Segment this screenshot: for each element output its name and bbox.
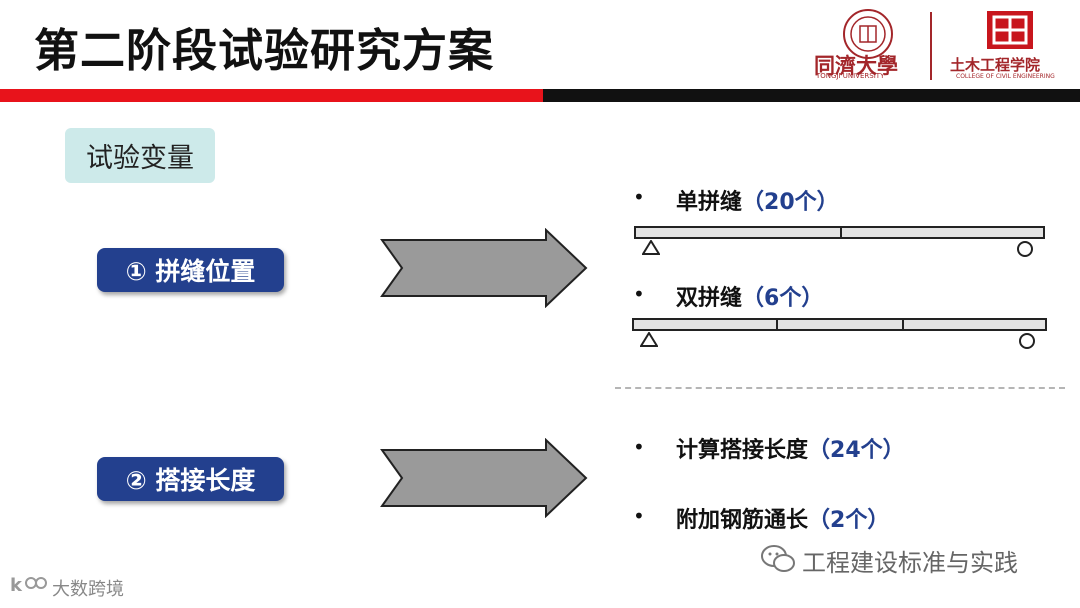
bullet-dot: • (633, 282, 645, 306)
beam-joint (840, 228, 842, 237)
arrow-right-icon (380, 438, 588, 518)
roller-support-icon (1017, 241, 1033, 257)
college-sub: COLLEGE OF CIVIL ENGINEERING (956, 73, 1055, 80)
beam-single-joint (634, 226, 1045, 239)
beam-double-joint (632, 318, 1047, 331)
beam-joint (902, 320, 904, 329)
svg-text:k: k (10, 575, 23, 596)
college-name: 土木工程学院 (950, 56, 1041, 74)
section-label: 试验变量 (65, 128, 215, 183)
page-title: 第二阶段试验研究方案 (34, 24, 495, 77)
variable-pill-joint-position: ① 拼缝位置 (97, 248, 284, 292)
logo-area: 同濟大學 TONGJI UNIVERSITY 土木工程学院 COLLEGE OF… (812, 6, 1074, 82)
bullet-calc-lap-length: 计算搭接长度（24个） (676, 432, 905, 464)
bullet-dot: • (633, 435, 645, 459)
beam-joint (776, 320, 778, 329)
bullet-dot: • (633, 185, 645, 209)
bullet-count: （20个） (742, 190, 839, 215)
bullet-double-joint: 双拼缝（6个） (676, 280, 823, 312)
bullet-count: （24个） (808, 438, 905, 463)
pin-support-icon (642, 240, 660, 255)
tongji-seal-icon (843, 9, 893, 59)
section-divider (615, 387, 1065, 389)
header-bar-red (0, 89, 543, 102)
logo-divider (930, 12, 932, 80)
bullet-name: 附加钢筋通长 (676, 508, 809, 533)
variable-pill-lap-length: ② 搭接长度 (97, 457, 284, 501)
watermark-logo-icon: k (10, 575, 47, 596)
arrow-right-icon (380, 228, 588, 308)
bullet-dot: • (633, 504, 645, 528)
wechat-icon (761, 545, 795, 572)
bullet-name: 计算搭接长度 (676, 438, 809, 463)
university-sub: TONGJI UNIVERSITY (816, 72, 885, 80)
bullet-single-joint: 单拼缝（20个） (676, 184, 839, 216)
watermark-right: 工程建设标准与实践 (802, 549, 1018, 577)
header-bar-black (543, 89, 1080, 102)
university-name: 同濟大學 (814, 53, 898, 78)
watermark-left: 大数跨境 (52, 579, 124, 600)
bullet-name: 双拼缝 (676, 286, 743, 311)
pin-support-icon (640, 332, 658, 347)
bullet-count: （6个） (742, 286, 824, 311)
bullet-count: （2个） (808, 508, 890, 533)
bullet-name: 单拼缝 (676, 190, 743, 215)
roller-support-icon (1019, 333, 1035, 349)
bullet-additional-rebar: 附加钢筋通长（2个） (676, 502, 889, 534)
college-emblem-icon (987, 11, 1033, 49)
